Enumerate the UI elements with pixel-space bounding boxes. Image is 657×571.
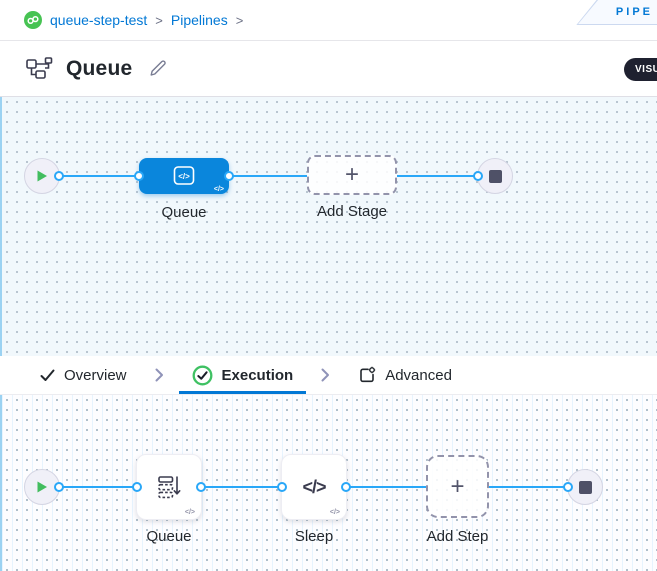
execution-canvas[interactable]: </> Queue </> </> Sleep + Add Step — [0, 395, 657, 571]
start-node-port[interactable] — [54, 482, 64, 492]
svg-text:</>: </> — [178, 172, 190, 181]
step-out-port[interactable] — [196, 482, 206, 492]
chevron-right-icon — [321, 368, 330, 382]
code-badge-icon: </> — [184, 509, 195, 516]
plus-icon: + — [344, 161, 359, 188]
stage-node-queue[interactable]: </> </> — [134, 158, 234, 194]
tab-overview[interactable]: Overview — [27, 356, 140, 394]
edit-pipeline-name-button[interactable] — [148, 59, 167, 78]
tab-label: Advanced — [385, 366, 452, 384]
code-badge-icon: </> — [329, 509, 340, 516]
end-node-port[interactable] — [473, 171, 483, 181]
pipeline-end-node[interactable] — [473, 158, 513, 194]
plus-icon: + — [450, 472, 465, 500]
stage-edge — [397, 175, 479, 177]
step-node-queue[interactable]: </> — [132, 454, 206, 520]
step-edge — [59, 486, 136, 488]
step-edge — [489, 486, 571, 488]
add-stage-button[interactable]: + — [307, 155, 397, 195]
pipeline-icon — [26, 57, 53, 80]
check-icon — [40, 369, 55, 381]
stop-icon — [578, 480, 592, 494]
add-stage-label: Add Stage — [316, 203, 388, 220]
stage-in-port[interactable] — [134, 171, 144, 181]
step-edge — [202, 486, 281, 488]
code-badge-icon: </> — [213, 186, 224, 193]
stage-canvas[interactable]: </> </> Queue + Add Stage — [0, 97, 657, 356]
breadcrumb-separator: > — [155, 12, 163, 28]
step-out-port[interactable] — [341, 482, 351, 492]
tab-label: Execution — [221, 366, 294, 384]
step-label: Queue — [146, 528, 192, 545]
step-node-sleep[interactable]: </> </> — [277, 454, 351, 520]
stage-edge — [229, 175, 307, 177]
start-node-port[interactable] — [54, 171, 64, 181]
custom-stage-icon: </> — [173, 165, 195, 185]
step-in-port[interactable] — [132, 482, 142, 492]
project-link-icon — [24, 11, 42, 29]
stage-out-port[interactable] — [224, 171, 234, 181]
stage-config-tabbar: Overview Execution Advanced — [0, 356, 657, 395]
play-icon — [37, 481, 47, 493]
add-step-button[interactable]: + — [426, 455, 489, 518]
page-title: Queue — [66, 56, 133, 80]
breadcrumb-pipelines[interactable]: Pipelines — [170, 12, 228, 28]
play-icon — [37, 170, 47, 182]
queue-step-icon — [157, 475, 180, 498]
execution-start-node[interactable] — [24, 469, 64, 505]
step-label: Sleep — [294, 528, 334, 545]
tab-advanced[interactable]: Advanced — [345, 356, 465, 394]
breadcrumb-project[interactable]: queue-step-test — [50, 12, 148, 28]
add-step-label: Add Step — [426, 528, 489, 545]
stage-label: Queue — [161, 204, 207, 221]
tab-execution[interactable]: Execution — [178, 356, 307, 394]
chevron-right-icon — [155, 368, 164, 382]
step-edge — [347, 486, 426, 488]
pipeline-start-node[interactable] — [24, 158, 64, 194]
code-step-icon: </> — [302, 476, 326, 497]
stop-icon — [488, 169, 502, 183]
breadcrumb-separator: > — [235, 12, 244, 28]
stage-edge — [59, 175, 139, 177]
advanced-icon — [360, 366, 376, 383]
visual-yaml-toggle[interactable]: VISU — [624, 58, 657, 81]
pipeline-studio-badge-label: PIPE — [615, 6, 653, 18]
breadcrumb-bar: queue-step-test > Pipelines > PIPE — [0, 0, 657, 41]
end-node-port[interactable] — [563, 482, 573, 492]
execution-end-node[interactable] — [563, 469, 603, 505]
step-in-port[interactable] — [277, 482, 287, 492]
tab-label: Overview — [64, 366, 127, 384]
check-circle-icon — [192, 365, 212, 385]
pipeline-header: Queue VISU — [0, 41, 657, 97]
pipeline-studio-badge: PIPE — [576, 0, 657, 25]
